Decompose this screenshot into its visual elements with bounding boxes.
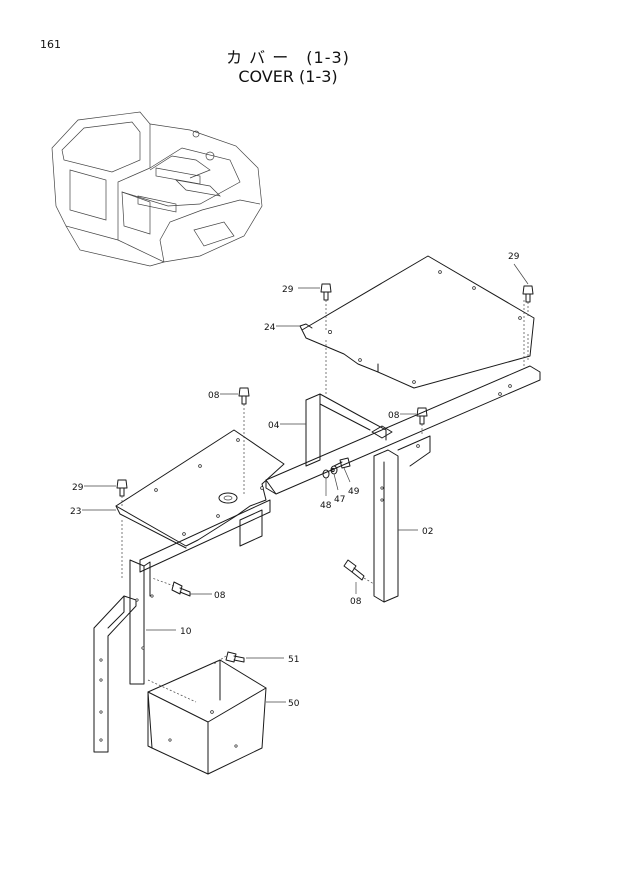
callout-24: 24 [264,323,276,333]
leader-lines [82,263,529,703]
bolt-29-upper-right [522,285,534,362]
callout-04: 04 [268,421,280,431]
bolt-08-frame [416,407,428,436]
bolt-29-lower [116,479,128,580]
callout-labels: 29 24 29 08 04 08 29 23 48 47 49 02 08 0… [70,252,520,709]
callout-08-b: 08 [388,411,400,421]
callout-29-b: 29 [508,252,520,262]
bolt-51 [213,651,245,665]
callout-49: 49 [348,487,360,497]
page-number: 161 [40,38,61,51]
callout-29-c: 29 [72,483,84,493]
cover-24 [299,255,535,389]
callout-47: 47 [334,495,345,505]
callout-29-a: 29 [282,285,294,295]
fasteners-47-48-49 [322,457,351,479]
bolt-08-side [151,577,191,597]
callout-08-c: 08 [214,591,226,601]
callout-08-a: 08 [208,391,220,401]
callout-08-d: 08 [350,597,362,607]
frame-02 [265,300,541,603]
title-japanese: カ バ ー (1-3) [226,48,350,67]
bolt-29-upper-left [320,283,332,330]
excavator-locator-sketch [51,111,263,267]
callout-51: 51 [288,655,299,665]
cover-23 [115,429,285,549]
bracket-10 [93,559,154,753]
callout-50: 50 [288,699,300,709]
bolt-08-bottom [343,559,375,585]
title-english: COVER (1-3) [238,67,338,86]
lower-rail [139,499,271,573]
callout-02: 02 [422,527,433,537]
callout-23: 23 [70,507,81,517]
box-cover-50 [147,659,267,775]
callout-48: 48 [320,501,332,511]
bolt-08-cover [238,387,250,496]
bracket-04 [305,340,393,467]
callout-10: 10 [180,627,192,637]
